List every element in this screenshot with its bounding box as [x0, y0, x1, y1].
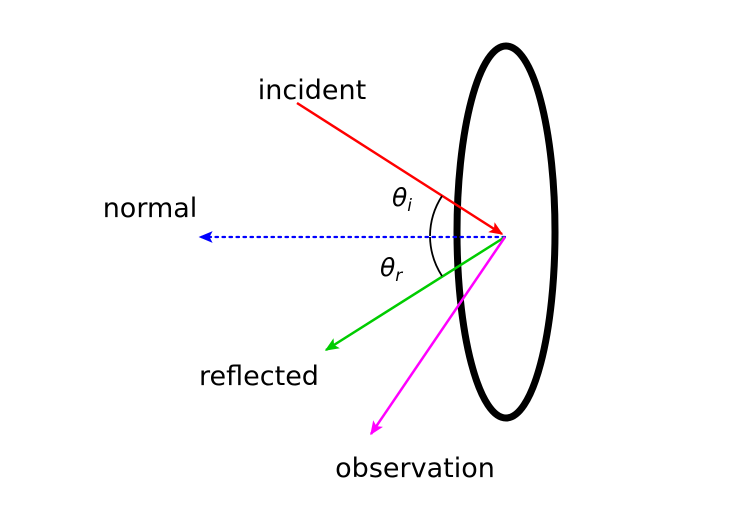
reflected-ray — [324, 235, 506, 352]
normal-label: normal — [103, 193, 198, 224]
reflected-label: reflected — [199, 361, 319, 392]
theta-r-arc — [429, 236, 443, 277]
observation-label: observation — [335, 453, 495, 484]
surface-ellipse — [453, 42, 559, 422]
theta-r-sub: r — [395, 266, 403, 286]
incident-label: incident — [258, 75, 366, 106]
observation-ray — [369, 236, 507, 436]
theta-i-sub: i — [407, 196, 412, 216]
incident-ray — [296, 101, 504, 236]
theta-r-label: θr — [380, 253, 403, 286]
theta-i-label: θi — [392, 183, 412, 216]
theta-i-arc — [429, 195, 443, 237]
theta-r-base: θ — [380, 253, 395, 282]
theta-i-base: θ — [392, 183, 407, 212]
